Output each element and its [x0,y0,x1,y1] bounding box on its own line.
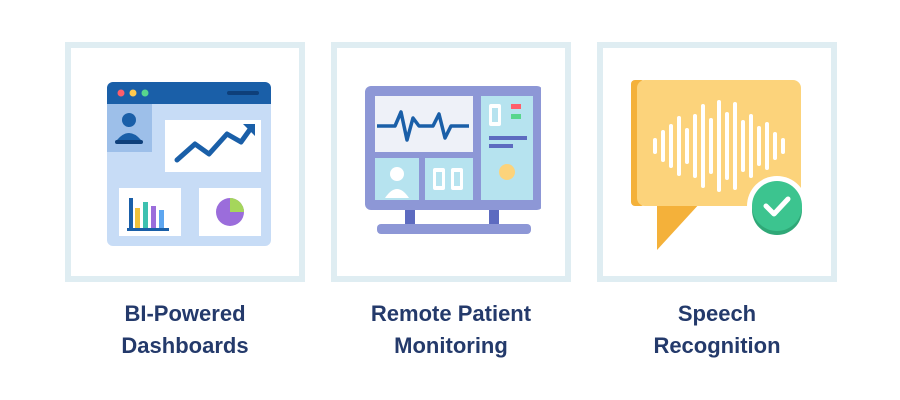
card-title: Remote Patient Monitoring [311,298,591,362]
dashboard-tile [65,42,305,282]
card-title-line2: Monitoring [394,333,508,358]
monitor-tile [331,42,571,282]
speech-tile [597,42,837,282]
card-title-line2: Recognition [653,333,781,358]
card-title: Speech Recognition [577,298,857,362]
card-title-line1: Remote Patient [370,301,532,326]
card-title-line1: BI-Powered [124,301,246,326]
speech-bubble-waveform-icon [631,80,807,250]
patient-monitor-icon [365,86,541,234]
card-title-line1: Speech [677,301,757,326]
card-title: BI-Powered Dashboards [45,298,325,362]
card-title-line2: Dashboards [121,333,249,358]
dashboard-icon [107,82,271,246]
